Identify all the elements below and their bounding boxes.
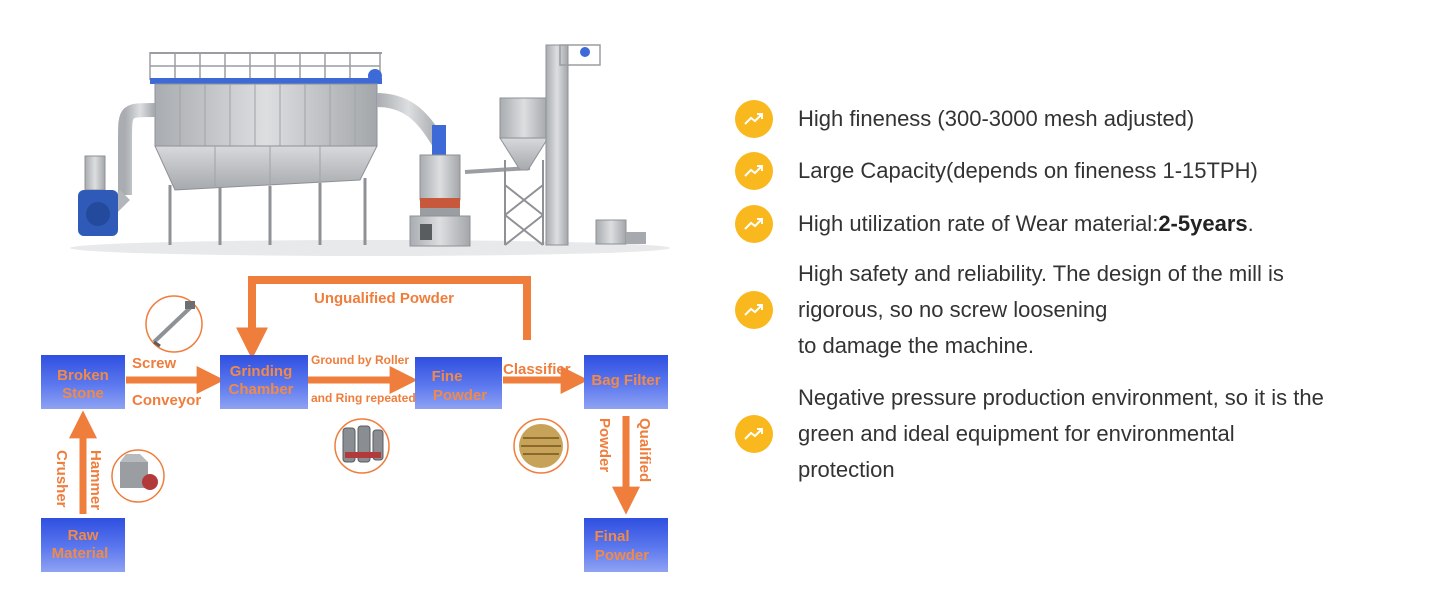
node-raw-material: Raw Material xyxy=(41,518,125,572)
feature-text: High safety and reliability. The design … xyxy=(798,261,1284,358)
svg-text:Final: Final xyxy=(594,528,629,545)
process-illustration: Ungualified Powder Screw Conveyor Ground… xyxy=(0,0,700,606)
unqualified-label: Ungualified Powder xyxy=(314,290,454,307)
storage-silo xyxy=(499,97,549,246)
process-flow-diagram: Ungualified Powder Screw Conveyor Ground… xyxy=(41,276,668,572)
crusher-label: Crusher xyxy=(53,450,70,508)
screw-conveyor-thumbnail xyxy=(145,295,203,353)
node-fine-powder: Fine Powder xyxy=(415,357,502,409)
classifier-label: Classifier xyxy=(503,361,571,378)
svg-text:Material: Material xyxy=(52,545,109,562)
svg-text:Fine: Fine xyxy=(432,368,463,385)
svg-text:Broken: Broken xyxy=(57,367,109,384)
svg-text:Stone: Stone xyxy=(62,385,104,402)
feature-item: Large Capacity(depends on fineness 1-15T… xyxy=(735,152,1398,190)
feature-text: Large Capacity(depends on fineness 1-15T… xyxy=(798,158,1258,183)
node-bag-filter: Bag Filter xyxy=(584,355,668,409)
feature-item: Negative pressure production environment… xyxy=(735,380,1398,488)
roller-ring-thumbnail xyxy=(334,418,390,474)
feature-text: High utilization rate of Wear material:2… xyxy=(798,211,1254,236)
feature-text: High fineness (300-3000 mesh adjusted) xyxy=(798,106,1195,131)
hammer-label: Hammer xyxy=(87,450,104,510)
feature-item: High utilization rate of Wear material:2… xyxy=(735,205,1398,243)
node-final-powder: Final Powder xyxy=(584,518,668,572)
ring-repeatedly-label: and Ring repeatedly xyxy=(311,391,426,405)
svg-text:Powder: Powder xyxy=(433,387,487,404)
grinding-mill xyxy=(409,125,471,247)
hammer-crusher-thumbnail xyxy=(111,449,165,503)
classifier-thumbnail xyxy=(513,418,569,474)
ground-by-roller-label: Ground by Roller xyxy=(311,353,409,367)
trending-up-icon xyxy=(735,100,773,138)
node-grinding-chamber: Grinding Chamber xyxy=(220,355,308,409)
qualified-label: Qualified xyxy=(636,418,653,482)
unqualified-return-arrow xyxy=(236,276,531,360)
feature-item: High fineness (300-3000 mesh adjusted) xyxy=(735,100,1398,138)
feature-text: Negative pressure production environment… xyxy=(798,385,1324,482)
bag-filter-housing xyxy=(149,52,382,245)
svg-text:Bag Filter: Bag Filter xyxy=(591,372,660,389)
trending-up-icon xyxy=(735,152,773,190)
feature-item: High safety and reliability. The design … xyxy=(735,256,1398,364)
feature-bold-value: 2-5years xyxy=(1158,211,1248,236)
node-broken-stone: Broken Stone xyxy=(41,355,125,409)
bucket-elevator xyxy=(545,44,601,246)
mill-machine-illustration xyxy=(70,44,670,256)
hammer-crusher xyxy=(595,219,646,245)
svg-text:Powder: Powder xyxy=(595,547,649,564)
trending-up-icon xyxy=(735,291,773,329)
svg-text:Chamber: Chamber xyxy=(228,381,293,398)
trending-up-icon xyxy=(735,415,773,453)
svg-text:Raw: Raw xyxy=(68,527,99,544)
conveyor-label: Conveyor xyxy=(132,392,201,409)
powder-label: Powder xyxy=(596,418,613,472)
screw-label: Screw xyxy=(132,355,177,372)
svg-text:Grinding: Grinding xyxy=(230,363,293,380)
trending-up-icon xyxy=(735,205,773,243)
